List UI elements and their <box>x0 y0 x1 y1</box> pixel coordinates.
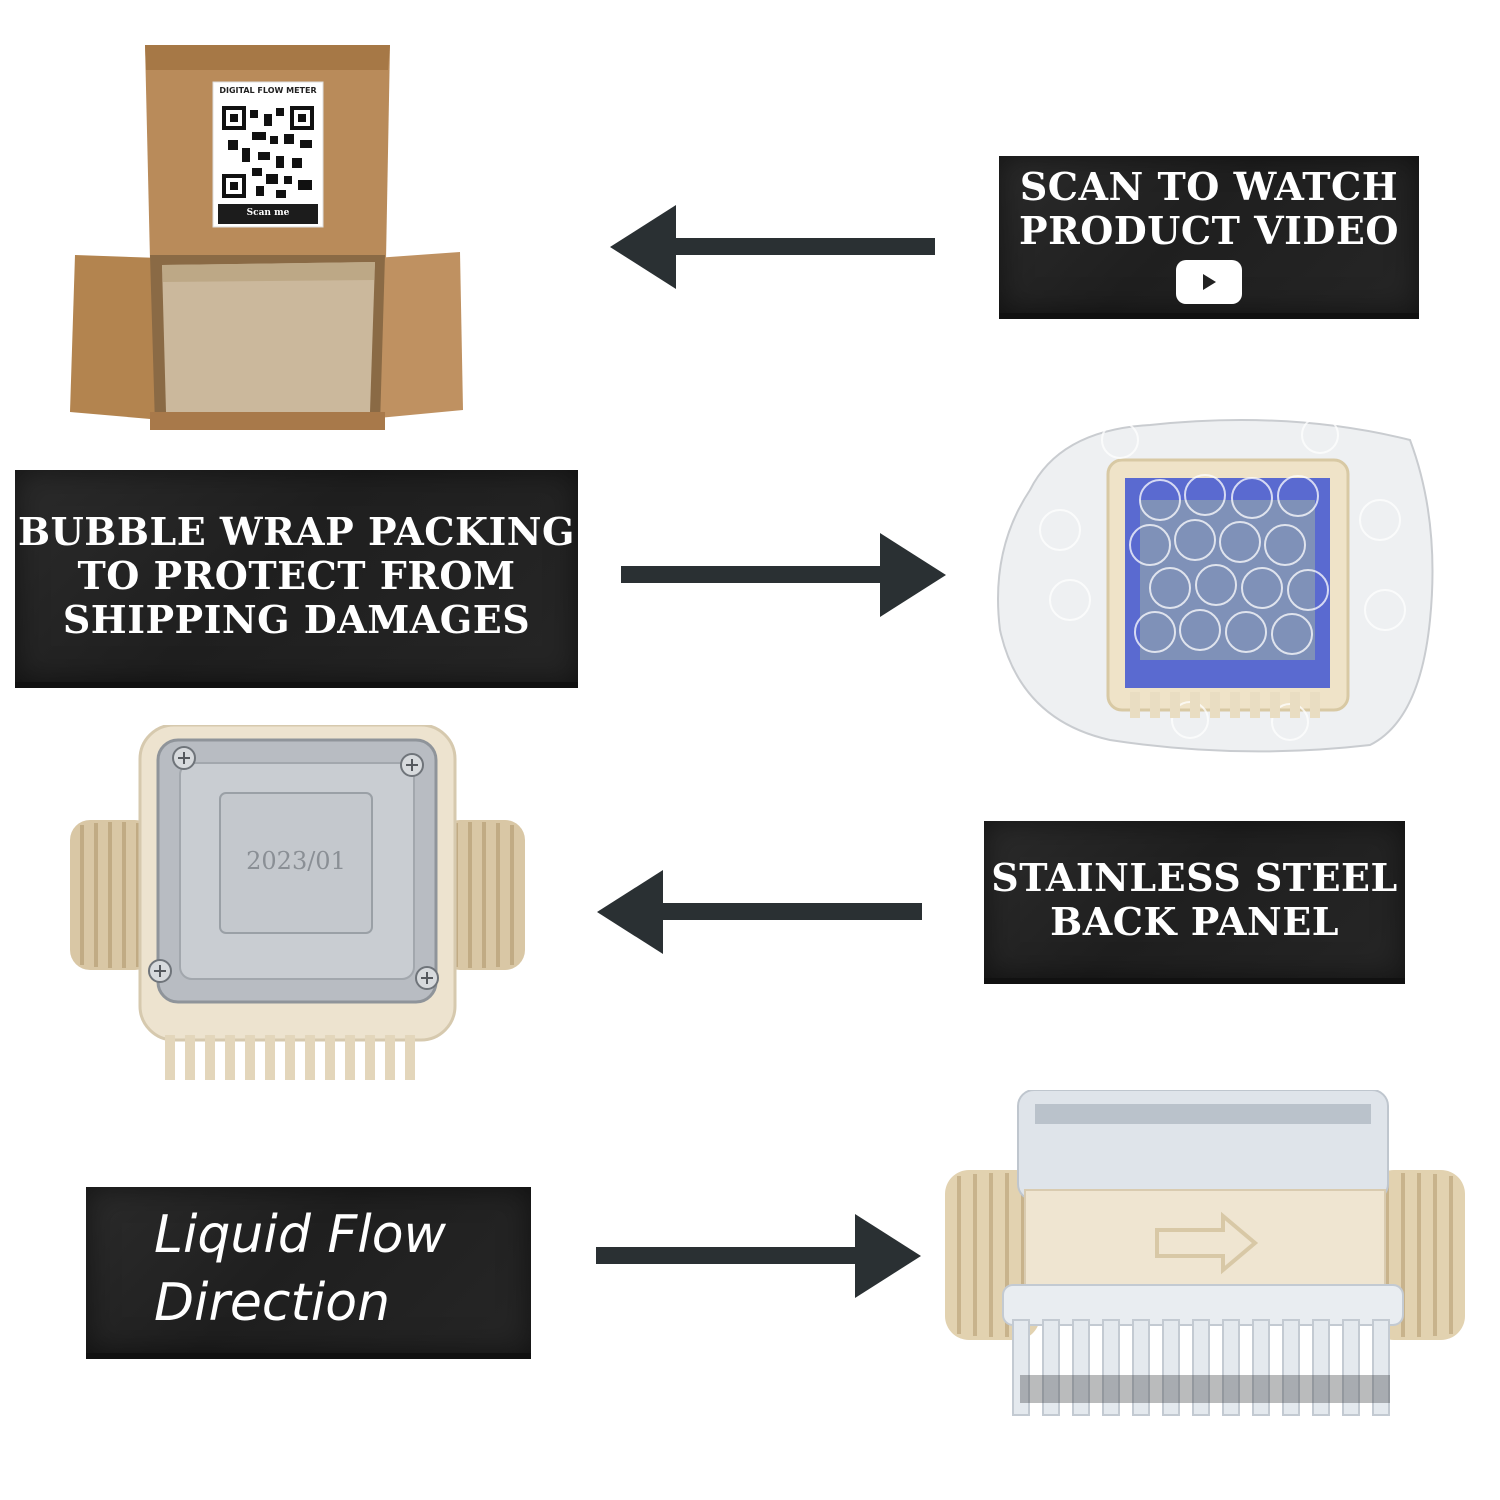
label-scan-video-line1: SCAN TO WATCH <box>1019 163 1399 209</box>
arrow-right-row2 <box>621 533 946 617</box>
youtube-play-icon <box>1176 260 1242 305</box>
label-flow-line2: Direction <box>154 1273 391 1333</box>
sticker-title: DIGITAL FLOW METER <box>219 86 317 95</box>
arrow-right-row4 <box>596 1214 921 1298</box>
steel-stamp-date: 2023/01 <box>246 847 346 875</box>
label-bubble-line2: TO PROTECT FROM <box>77 553 516 599</box>
steel-panel-illustration <box>70 723 525 1080</box>
flow-meter-side-photo <box>945 1089 1465 1420</box>
label-flow-line1: Liquid Flow <box>154 1205 447 1266</box>
label-steel-line1: STAINLESS STEEL <box>991 854 1398 900</box>
steel-back-panel-photo: 2023/01 <box>70 723 525 1085</box>
label-bubble-line3: SHIPPING DAMAGES <box>62 596 531 642</box>
bubble-wrap-illustration <box>997 416 1434 753</box>
arrow-left-row1 <box>610 205 935 289</box>
cardboard-box-illustration <box>70 45 463 430</box>
label-bubble-wrap: BUBBLE WRAP PACKING TO PROTECT FROM SHIP… <box>15 470 578 688</box>
flow-meter-side-illustration <box>945 1089 1465 1416</box>
label-scan-video-line2: PRODUCT VIDEO <box>1019 207 1399 253</box>
bubble-wrapped-meter-photo <box>990 400 1440 760</box>
label-steel-line2: BACK PANEL <box>1050 898 1339 944</box>
label-scan-video: SCAN TO WATCH PRODUCT VIDEO <box>999 156 1419 319</box>
label-liquid-flow: Liquid Flow Direction <box>86 1187 531 1359</box>
sticker-scan-me: Scan me <box>246 208 290 218</box>
label-stainless-steel: STAINLESS STEEL BACK PANEL <box>984 821 1405 984</box>
cardboard-box-photo: DIGITAL FLOW METER Scan me <box>70 40 465 430</box>
label-bubble-line1: BUBBLE WRAP PACKING <box>18 509 575 555</box>
arrow-left-row3 <box>597 870 922 954</box>
